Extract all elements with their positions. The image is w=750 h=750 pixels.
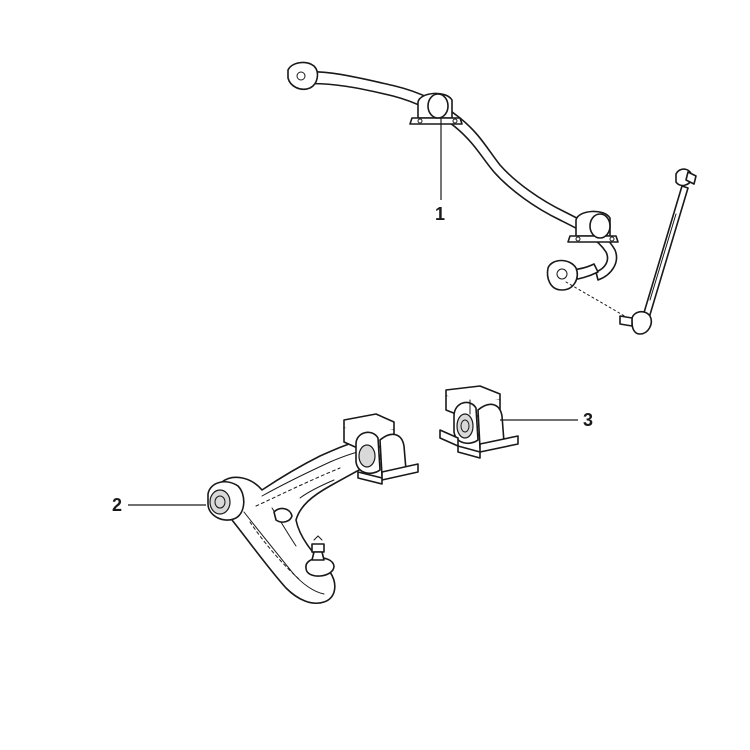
control-arm-bushing: [439, 385, 519, 459]
stabilizer-bar: [287, 61, 629, 319]
stabilizer-link: [619, 168, 697, 335]
stabilizer-bar-end-left: [287, 61, 319, 91]
stabilizer-bar-end-left-hole: [296, 71, 306, 81]
callout-3: 3: [583, 410, 594, 430]
control-arm-rear-bracket: [343, 413, 419, 485]
stabilizer-bar-end-right-hole: [556, 268, 568, 280]
control-arm-ball-joint: [305, 535, 335, 577]
callout-2: 2: [112, 495, 123, 515]
stabilizer-bushing-upper: [409, 92, 463, 125]
stabilizer-bar-end-right: [546, 259, 578, 291]
lower-control-arm: [207, 413, 419, 604]
stabilizer-bushing-lower: [567, 210, 619, 243]
callout-1: 1: [435, 204, 446, 224]
stabilizer-bar-tube: [299, 70, 618, 281]
assembly-dashed-line: [565, 281, 629, 319]
